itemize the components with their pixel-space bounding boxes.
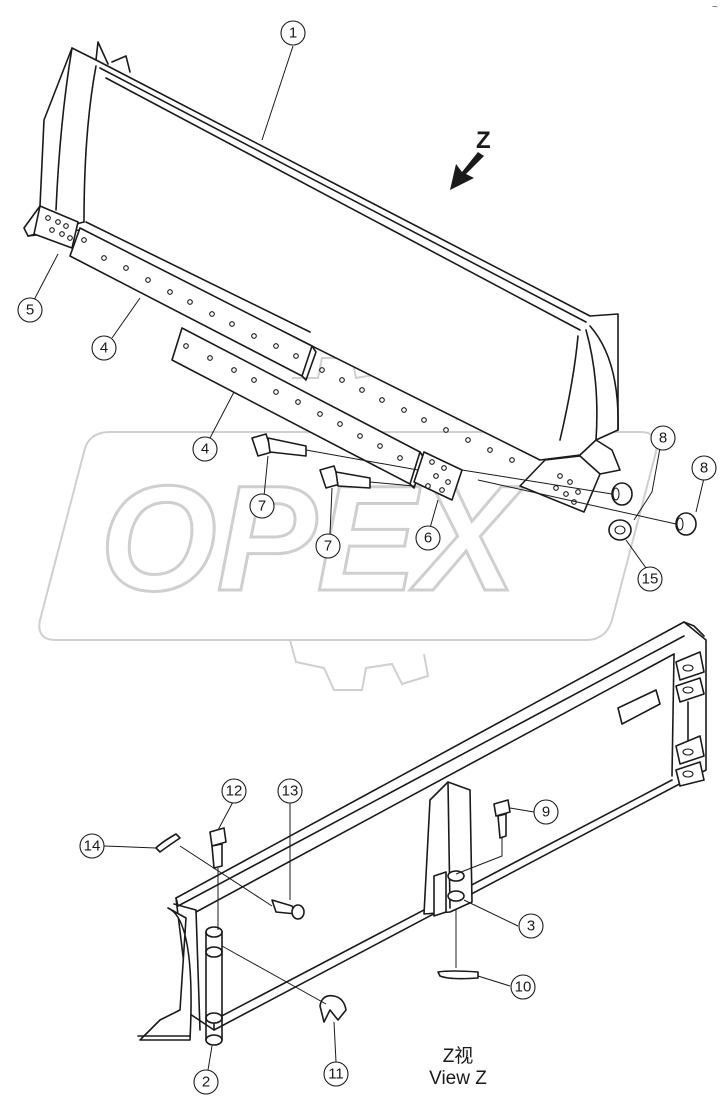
callout-5-label: 5	[26, 302, 34, 319]
callout-13-label: 13	[282, 783, 299, 800]
callout-7b: 7	[315, 533, 341, 559]
callout-6: 6	[415, 525, 441, 551]
callout-15-label: 15	[642, 571, 659, 588]
callout-5: 5	[17, 297, 43, 323]
callout-10-label: 10	[515, 979, 532, 996]
cap-part-11	[221, 945, 347, 1023]
callout-11-label: 11	[328, 1066, 344, 1083]
callout-2-label: 2	[202, 1074, 210, 1091]
view-caption-cn: Z视	[443, 1045, 474, 1067]
end-bit-part-6	[413, 451, 463, 501]
bolt-part-7-upper	[251, 433, 419, 471]
nut-part-8-a	[461, 469, 633, 506]
callout-7b-label: 7	[324, 538, 332, 555]
callout-9: 9	[533, 799, 559, 825]
callout-4b-label: 4	[201, 441, 209, 458]
callout-11: 11	[323, 1061, 349, 1087]
callout-3-label: 3	[527, 918, 535, 935]
nut-part-8-b	[477, 479, 697, 536]
callout-6-label: 6	[424, 530, 432, 547]
callout-7a: 7	[249, 493, 275, 519]
callout-4a: 4	[91, 335, 117, 361]
callout-8a-label: 8	[659, 430, 667, 447]
callout-4a-label: 4	[100, 340, 108, 357]
callout-12: 12	[221, 778, 247, 804]
bolt-part-9	[455, 799, 511, 875]
callout-13: 13	[277, 778, 303, 804]
corner-mark: ~	[712, 2, 718, 13]
callout-leaders	[33, 45, 705, 1071]
callout-1-label: 1	[289, 25, 297, 42]
callout-2: 2	[193, 1069, 219, 1095]
blade-front-assembly	[23, 41, 621, 513]
callout-12-label: 12	[226, 783, 243, 800]
callout-8a: 8	[650, 425, 676, 451]
callout-1: 1	[280, 20, 306, 46]
cutting-edge-lower	[171, 327, 425, 489]
callout-7a-label: 7	[258, 498, 266, 515]
callout-14-label: 14	[84, 838, 101, 855]
bolt-part-13	[271, 899, 305, 920]
cutting-edge-upper	[69, 227, 317, 381]
bolt-part-7-lower	[319, 465, 415, 489]
pin-part-14	[155, 833, 273, 907]
view-caption: Z视 View Z	[429, 1045, 487, 1089]
callout-8b: 8	[691, 455, 717, 481]
callout-8b-label: 8	[700, 460, 708, 477]
washer-part-15	[608, 519, 632, 541]
callout-14: 14	[79, 833, 105, 859]
view-caption-en: View Z	[429, 1068, 487, 1089]
watermark-text: OPEX	[100, 454, 525, 622]
view-z-arrow-label: Z	[476, 127, 491, 154]
bolt-part-12	[209, 827, 227, 930]
callout-10: 10	[510, 974, 536, 1000]
view-z-arrow: Z	[450, 127, 491, 190]
callout-15: 15	[637, 566, 663, 592]
blade-rear-assembly	[137, 621, 707, 1046]
callout-3: 3	[518, 913, 544, 939]
pin-part-10	[437, 910, 479, 980]
callout-9-label: 9	[542, 804, 550, 821]
callout-4b: 4	[192, 436, 218, 462]
